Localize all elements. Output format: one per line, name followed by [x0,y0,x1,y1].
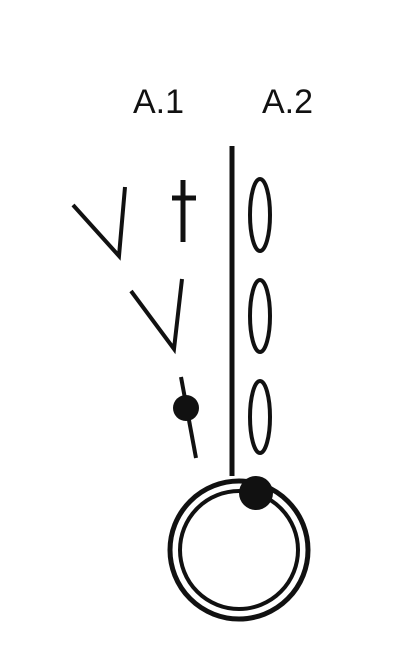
cross-stitch-icon [172,180,196,242]
label-a1: A.1 [133,83,184,121]
oval-stitch-icon [248,177,272,253]
v-stitch-icon [129,278,184,355]
v-stitch-icon [71,186,127,261]
inner-ring-icon [178,489,300,611]
ring-dot-icon [239,476,273,510]
oval-stitch-icon [248,278,272,354]
label-a2: A.2 [262,83,313,121]
filled-dot-icon [173,395,199,421]
oval-stitch-icon [248,379,272,455]
outer-ring-icon [167,478,311,622]
